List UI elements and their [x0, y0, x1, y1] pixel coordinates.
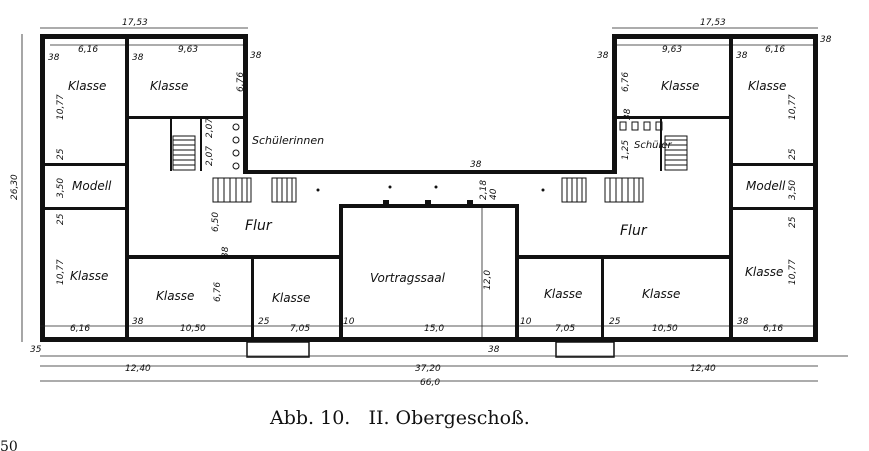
room-klasse-nw: Klasse [68, 79, 106, 93]
dim-38-bottom: 38 [488, 345, 500, 355]
dim-25-s2: 25 [258, 317, 270, 327]
room-klasse-n1: Klasse [150, 79, 188, 93]
dim-top-left: 17,53 [122, 18, 148, 28]
dim-25-ne: 25 [788, 148, 798, 160]
dim-25-nw: 25 [56, 148, 66, 160]
dim-650: 6,50 [211, 212, 221, 232]
dim-350-left: 3,50 [56, 178, 66, 198]
dim-1077-sw: 10,77 [56, 259, 66, 285]
dim-38-flur: 38 [221, 246, 231, 258]
dim-1077-nw: 10,77 [56, 94, 66, 120]
room-flur-left: Flur [245, 218, 273, 234]
dim-35: 35 [30, 345, 42, 355]
dim-120: 12,0 [483, 270, 493, 290]
dim-38-n1: 38 [132, 53, 144, 63]
dim-676-right: 6,76 [621, 72, 631, 92]
dim-616-se: 6,16 [763, 324, 783, 334]
figure-caption: Abb. 10. II. Obergeschoß. [269, 407, 530, 429]
dim-38-n2l: 38 [597, 51, 609, 61]
dim-38-nw: 38 [48, 53, 60, 63]
wc-fixtures [232, 121, 663, 170]
dim-25-se: 25 [788, 216, 798, 228]
dim-1050-right: 10,50 [652, 324, 678, 334]
dim-38-back: 38 [470, 160, 482, 170]
dim-38-n1r: 38 [250, 51, 262, 61]
room-klasse-s4: Klasse [642, 287, 680, 301]
room-schuelerinnen: Schülerinnen [252, 134, 324, 147]
dim-207-a: 2,07 [205, 118, 215, 138]
dim-218: 2,18 [479, 180, 489, 200]
dim-38-se: 38 [737, 317, 749, 327]
dim-38-ne-corner: 38 [820, 35, 832, 45]
dim-125: 1,25 [621, 140, 631, 160]
dim-1050-left: 10,50 [180, 324, 206, 334]
dim-616-ne: 6,16 [765, 45, 785, 55]
room-schueler: Schüler [634, 140, 672, 151]
dim-705-right: 7,05 [555, 324, 575, 334]
room-vortragssaal: Vortragssaal [370, 271, 446, 285]
dim-350-right: 3,50 [788, 180, 798, 200]
dim-616-sw: 6,16 [70, 324, 90, 334]
dim-40: 40 [489, 188, 499, 200]
columns [316, 185, 545, 206]
room-modell-left: Modell [72, 179, 112, 193]
dim-10-left: 10 [343, 317, 355, 327]
room-modell-right: Modell [746, 179, 786, 193]
room-klasse-n2: Klasse [661, 79, 699, 93]
dim-10-right: 10 [520, 317, 532, 327]
dim-963-right: 9,63 [662, 45, 682, 55]
dim-705-left: 7,05 [290, 324, 310, 334]
room-klasse-se: Klasse [745, 265, 783, 279]
windows [246, 341, 615, 358]
dim-660: 66,0 [420, 378, 440, 388]
dim-150: 15,0 [424, 324, 444, 334]
dim-1240-left: 12,40 [125, 364, 151, 374]
dim-3720: 37,20 [415, 364, 441, 374]
page-number: 50 [0, 439, 18, 451]
dim-25-s3: 25 [609, 317, 621, 327]
stairs-right [561, 135, 688, 203]
dim-2630: 26,30 [10, 174, 20, 200]
room-klasse-sw: Klasse [70, 269, 108, 283]
dim-963-left: 9,63 [178, 45, 198, 55]
dim-207-b: 2,07 [205, 146, 215, 166]
dim-38-right: 38 [623, 108, 633, 120]
walls [40, 34, 818, 342]
dim-1240-right: 12,40 [690, 364, 716, 374]
dimension-lines [21, 27, 848, 382]
stairs-left [172, 135, 297, 203]
dim-676-s1: 6,76 [213, 282, 223, 302]
dim-top-right: 17,53 [700, 18, 726, 28]
room-klasse-s2: Klasse [272, 291, 310, 305]
dim-38-ne: 38 [736, 51, 748, 61]
dim-38-s1: 38 [132, 317, 144, 327]
room-klasse-ne: Klasse [748, 79, 786, 93]
dim-1077-se: 10,77 [788, 259, 798, 285]
dim-1077-ne: 10,77 [788, 94, 798, 120]
room-klasse-s3: Klasse [544, 287, 582, 301]
dim-676-left: 6,76 [236, 72, 246, 92]
room-klasse-s1: Klasse [156, 289, 194, 303]
room-flur-right: Flur [620, 223, 648, 239]
dim-25-sw: 25 [56, 213, 66, 225]
dim-616-nw: 6,16 [78, 45, 98, 55]
